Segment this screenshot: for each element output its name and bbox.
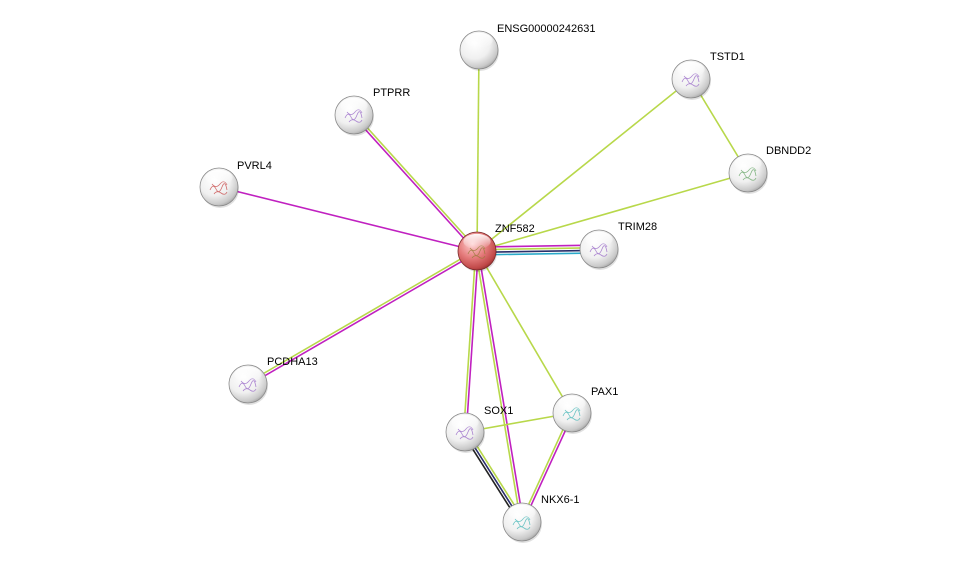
edge-line-magenta xyxy=(476,244,599,248)
edge-ZNF582-PVRL4 xyxy=(218,186,478,252)
edge-line-magenta xyxy=(218,186,478,252)
edge-line-yellowgreen xyxy=(476,250,573,414)
node-label: SOX1 xyxy=(484,405,513,417)
edge-line-yellowgreen xyxy=(476,78,692,252)
node-label: ZNF582 xyxy=(495,223,535,235)
edge-ZNF582-TSTD1 xyxy=(476,78,692,252)
node-ptprr[interactable]: PTPRR xyxy=(334,87,410,136)
node-gloss xyxy=(205,169,233,186)
edge-PAX1-NKX6-1 xyxy=(520,412,574,523)
node-label: DBNDD2 xyxy=(766,145,811,157)
node-gloss xyxy=(508,504,536,521)
node-label: ENSG00000242631 xyxy=(497,23,595,35)
edges-layer xyxy=(218,49,749,524)
node-trim28[interactable]: TRIM28 xyxy=(579,221,657,270)
edge-line-magenta xyxy=(477,250,525,522)
edge-ZNF582-PTPRR xyxy=(352,113,479,253)
edge-ZNF582-DBNDD2 xyxy=(476,172,749,252)
node-label: PTPRR xyxy=(373,87,410,99)
node-label: TRIM28 xyxy=(618,221,657,233)
edge-line-magenta xyxy=(522,413,574,523)
node-pax1[interactable]: PAX1 xyxy=(552,386,618,434)
edge-ZNF582-ENSG00000242631 xyxy=(476,49,480,252)
edge-line-yellowgreen xyxy=(354,113,479,251)
edge-line-yellowgreen xyxy=(476,49,480,252)
edge-line-magenta xyxy=(248,251,479,386)
edge-line-yellowgreen xyxy=(246,249,477,384)
node-gloss xyxy=(558,395,586,412)
node-label: TSTD1 xyxy=(710,51,745,63)
node-label: PVRL4 xyxy=(237,160,272,172)
edge-ZNF582-NKX6-1 xyxy=(474,250,525,523)
edge-line-magenta xyxy=(352,115,477,253)
node-gloss xyxy=(734,155,762,172)
edge-line-yellowgreen xyxy=(462,250,477,432)
edge-ZNF582-PCDHA13 xyxy=(246,249,479,386)
node-pcdha13[interactable]: PCDHA13 xyxy=(228,356,318,405)
edge-line-navy xyxy=(477,249,600,254)
node-gloss xyxy=(340,97,368,114)
edge-line-yellowgreen xyxy=(474,251,522,523)
edge-ZNF582-TRIM28 xyxy=(476,244,600,256)
node-gloss xyxy=(463,233,491,250)
edge-line-cyan xyxy=(477,252,600,256)
node-gloss xyxy=(585,231,613,248)
node-label: PAX1 xyxy=(591,386,618,398)
node-sox1[interactable]: SOX1 xyxy=(445,405,513,453)
edge-line-yellowgreen xyxy=(520,412,572,522)
node-ensg00000242631[interactable]: ENSG00000242631 xyxy=(459,23,595,71)
node-tstd1[interactable]: TSTD1 xyxy=(671,51,745,100)
node-gloss xyxy=(451,414,479,431)
node-znf582[interactable]: ZNF582 xyxy=(457,223,535,272)
node-gloss xyxy=(677,61,705,78)
edge-line-yellowgreen xyxy=(476,172,749,252)
node-dbndd2[interactable]: DBNDD2 xyxy=(728,145,811,194)
edge-line-yellowgreen xyxy=(476,246,599,251)
node-gloss xyxy=(465,32,493,49)
node-label: PCDHA13 xyxy=(267,356,318,368)
node-nkx6-1[interactable]: NKX6-1 xyxy=(502,494,580,543)
node-gloss xyxy=(234,366,262,383)
node-label: NKX6-1 xyxy=(541,494,580,506)
edge-ZNF582-PAX1 xyxy=(476,250,573,414)
edge-ZNF582-SOX1 xyxy=(462,250,480,433)
edge-line-magenta xyxy=(465,251,480,433)
node-pvrl4[interactable]: PVRL4 xyxy=(199,160,272,208)
